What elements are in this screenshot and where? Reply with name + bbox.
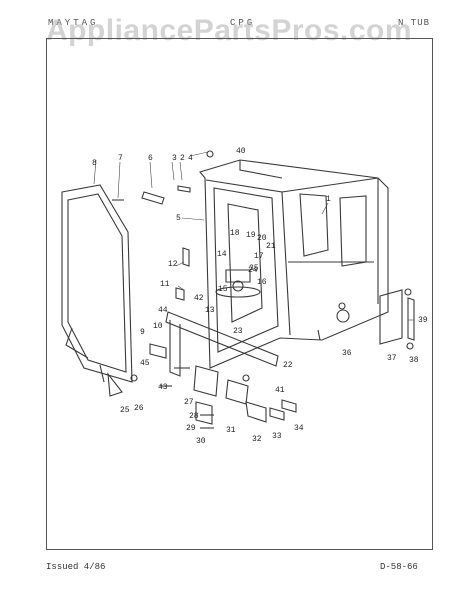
callout-41: 41: [275, 386, 285, 395]
header-model: CPG: [230, 18, 256, 28]
callout-28: 28: [189, 412, 199, 421]
callout-34: 34: [294, 424, 304, 433]
callout-1: 1: [326, 195, 331, 204]
callout-3: 3: [172, 154, 177, 163]
callout-39: 39: [418, 316, 428, 325]
callout-7: 7: [118, 154, 123, 163]
callout-44: 44: [158, 306, 168, 315]
footer-code: D-58-66: [380, 562, 418, 572]
callout-2: 2: [180, 154, 185, 163]
footer-issued: Issued 4/86: [46, 562, 106, 572]
callout-37: 37: [387, 354, 397, 363]
callout-8: 8: [92, 159, 97, 168]
callout-42: 42: [194, 294, 204, 303]
callout-13: 13: [205, 306, 215, 315]
header-manufacturer: MAYTAG: [48, 18, 99, 28]
side-panel: [336, 288, 415, 350]
frame-rail: [165, 311, 279, 377]
tub-assembly: [199, 159, 389, 369]
callout-45: 45: [140, 359, 150, 368]
callout-5: 5: [176, 214, 181, 223]
callout-43: 43: [158, 383, 168, 392]
callout-23: 23: [233, 327, 243, 336]
callout-19: 19: [246, 231, 256, 240]
callout-25: 25: [120, 406, 130, 415]
callout-40: 40: [236, 147, 246, 156]
callout-16: 16: [257, 278, 267, 287]
callout-14: 14: [217, 250, 227, 259]
callout-4: 4: [188, 154, 193, 163]
callout-35: 35: [249, 264, 259, 273]
callout-38: 38: [409, 356, 419, 365]
callout-9: 9: [140, 328, 145, 337]
callout-17: 17: [254, 252, 264, 261]
callout-27: 27: [184, 398, 194, 407]
callout-31: 31: [226, 426, 236, 435]
callout-36: 36: [342, 349, 352, 358]
callout-30: 30: [196, 437, 206, 446]
callout-6: 6: [148, 154, 153, 163]
callout-11: 11: [160, 280, 170, 289]
callout-18: 18: [230, 229, 240, 238]
callout-21: 21: [266, 242, 276, 251]
hinge-brackets: [141, 185, 297, 425]
callout-12: 12: [168, 260, 178, 269]
callout-15: 15: [218, 285, 228, 294]
screws: [112, 150, 250, 429]
watermark: AppliancePartsPros.com: [45, 14, 413, 47]
callout-26: 26: [134, 404, 144, 413]
callout-10: 10: [153, 322, 163, 331]
door-gasket: [61, 184, 133, 397]
callout-24: 24: [248, 266, 258, 275]
callout-32: 32: [252, 435, 262, 444]
callout-20: 20: [257, 234, 267, 243]
callout-29: 29: [186, 424, 196, 433]
diagram-frame: [46, 38, 433, 550]
callout-33: 33: [272, 432, 282, 441]
header-section: N TUB: [398, 18, 431, 28]
spray-arm: [215, 269, 261, 298]
callout-22: 22: [283, 361, 293, 370]
